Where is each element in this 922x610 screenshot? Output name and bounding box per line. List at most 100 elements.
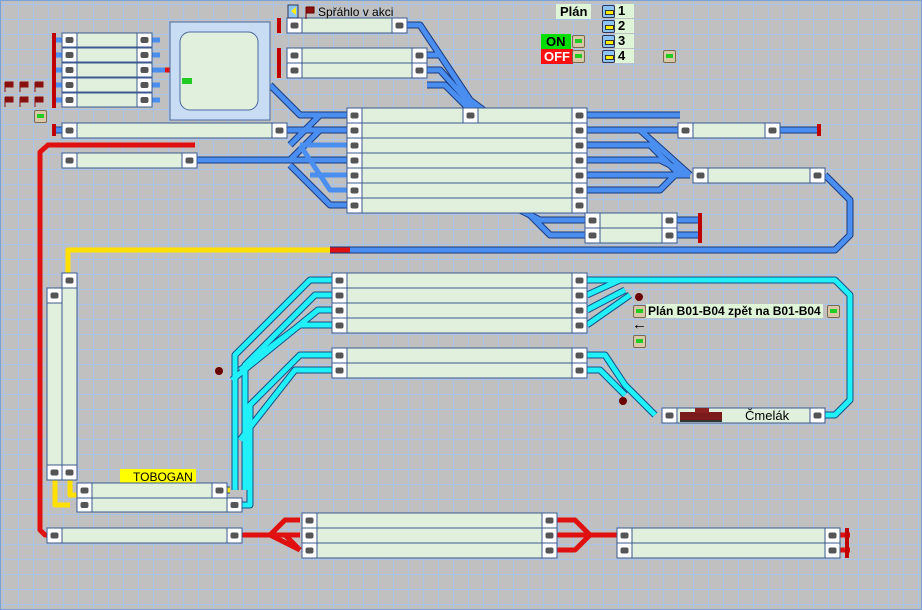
plan-route-toggle[interactable] [633,335,646,348]
track-block[interactable] [346,122,588,139]
track-block[interactable] [76,497,243,513]
coupler-glyph [575,292,584,299]
coupler-glyph [665,412,674,419]
coupler-glyph [575,142,584,149]
track-block[interactable] [692,167,826,184]
locomotive-name: Čmelák [745,408,790,423]
coupler-glyph [50,532,59,539]
coupler-glyph [575,112,584,119]
coupler-glyph [813,172,822,179]
track-block[interactable] [331,302,588,319]
coupler-glyph [65,82,74,88]
coupler-glyph [545,532,554,539]
track-block[interactable] [61,152,198,169]
plan-number-4: 4 [615,49,634,63]
plan-route-label: Plán B01-B04 zpět na B01-B04 [646,304,823,318]
track-block[interactable] [301,527,558,544]
coupler-glyph [335,292,344,299]
track-block[interactable] [46,287,63,481]
coupler-glyph [290,22,299,29]
coupler-glyph [350,172,359,179]
coupler-glyph [681,127,690,134]
track-block[interactable] [331,272,588,289]
coupler-glyph [50,469,59,476]
coupler-glyph [140,67,149,73]
coupler-glyph [466,112,475,119]
plan-label: Plán [556,4,592,19]
plan-1-button[interactable] [602,5,615,18]
track-block[interactable] [346,197,588,214]
coupler-glyph [185,157,194,164]
coupler-glyph [80,502,89,508]
track-block[interactable] [616,527,841,544]
coupler-glyph [65,52,74,58]
off-button[interactable]: OFF [541,49,573,64]
coupler-glyph [665,217,674,224]
coupler-glyph [415,67,424,74]
track-block[interactable] [346,167,588,184]
coupler-glyph [305,532,314,539]
coupler-glyph [140,97,149,103]
coupler-glyph [350,112,359,119]
coupler-glyph [665,232,674,239]
coupler-glyph [350,187,359,194]
coupler-glyph [335,322,344,329]
track-block[interactable] [61,122,288,139]
plan-number-1: 1 [615,4,634,18]
track-block[interactable] [346,137,588,154]
track-block[interactable] [331,317,588,334]
track-block[interactable] [301,542,558,559]
tobogan-label: TOBOGAN [133,470,193,484]
track-block[interactable] [286,17,408,34]
on-button[interactable]: ON [541,34,571,49]
locomotive-icon[interactable] [680,408,722,422]
coupler-glyph [140,82,149,88]
coupler-glyph [696,172,705,179]
track-block[interactable] [346,152,588,169]
track-block[interactable] [616,542,841,559]
on-toggle[interactable] [572,35,585,48]
coupler-glyph [335,277,344,284]
track-block[interactable] [301,512,558,529]
track-block[interactable] [286,62,428,79]
track-block[interactable] [331,362,588,379]
signal-dots[interactable] [215,293,643,405]
coupler-glyph [575,277,584,284]
coupler-glyph [230,532,239,539]
coupler-glyph [350,127,359,134]
track-block[interactable] [76,482,228,499]
coupler-glyph [50,292,59,299]
plan-4-button[interactable] [602,50,615,63]
coupler-glyph [545,517,554,524]
left-toggle[interactable] [34,110,47,123]
off-toggle[interactable] [572,50,585,63]
turntable[interactable] [179,31,259,111]
coupler-glyph [305,547,314,554]
track-block[interactable] [331,287,588,304]
plan-2-button[interactable] [602,20,615,33]
plan-route-start-button[interactable] [633,305,646,318]
plan-route-end-button[interactable] [827,305,840,318]
coupler-glyph [350,157,359,164]
coupler-glyph [768,127,777,134]
flag-icons[interactable] [4,6,315,107]
coupler-glyph [588,232,597,239]
coupler-glyph [545,547,554,554]
extra-toggle[interactable] [663,50,676,63]
coupler-glyph [350,202,359,209]
plan-number-3: 3 [615,34,634,48]
plan-3-button[interactable] [602,35,615,48]
coupler-glyph [80,487,89,494]
track-cyan [215,277,853,508]
track-block[interactable] [61,272,78,481]
track-block[interactable] [331,347,588,364]
coupler-glyph [335,307,344,314]
coupler-glyph [575,352,584,359]
track-block[interactable] [46,527,243,544]
coupler-glyph [65,469,74,476]
coupler-glyph [290,67,299,74]
track-block[interactable] [286,47,428,64]
track-block[interactable] [346,182,588,199]
coupler-glyph [575,307,584,314]
track-block[interactable] [462,107,588,124]
